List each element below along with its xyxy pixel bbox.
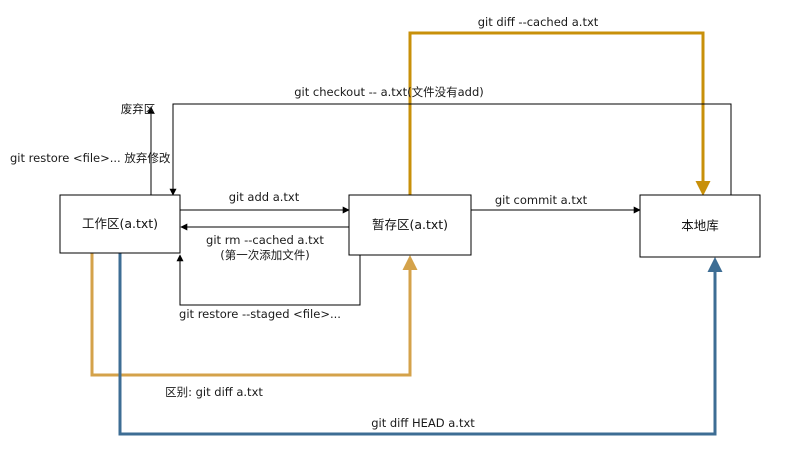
label-rm-cached-note: (第一次添加文件)	[220, 248, 309, 262]
node-discard-label: 废弃区	[121, 102, 156, 116]
label-checkout: git checkout -- a.txt(文件没有add)	[294, 85, 484, 99]
edge-diff-cached	[408, 31, 711, 196]
label-diff: 区别: git diff a.txt	[165, 385, 263, 399]
label-rm-cached: git rm --cached a.txt	[206, 233, 324, 247]
label-add: git add a.txt	[229, 190, 300, 204]
node-repo: 本地库	[639, 194, 761, 258]
label-commit: git commit a.txt	[495, 193, 588, 207]
label-diff-head: git diff HEAD a.txt	[371, 416, 475, 430]
node-staging-label: 暂存区(a.txt)	[372, 217, 448, 232]
edge-checkout	[169, 103, 732, 196]
node-repo-label: 本地库	[681, 218, 719, 233]
label-restore-staged: git restore --staged <file>...	[179, 307, 341, 321]
node-workspace: 工作区(a.txt)	[59, 194, 181, 254]
edge-restore-staged	[176, 254, 361, 306]
edge-diff	[90, 253, 418, 377]
node-staging: 暂存区(a.txt)	[348, 194, 472, 256]
edge-diff-head	[118, 253, 723, 436]
node-workspace-label: 工作区(a.txt)	[82, 216, 158, 231]
label-restore-file: git restore <file>... 放弃修改	[10, 151, 171, 165]
label-diff-cached: git diff --cached a.txt	[478, 15, 599, 29]
